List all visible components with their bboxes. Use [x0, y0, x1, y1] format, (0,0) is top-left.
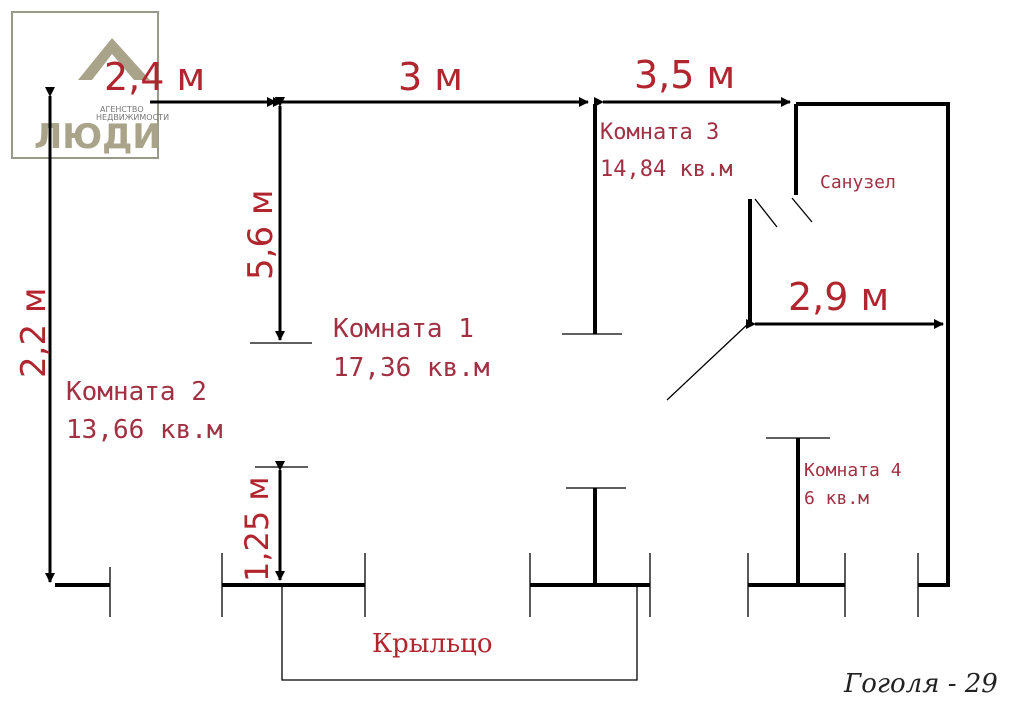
- room1-name: Комната 1: [333, 314, 474, 344]
- logo-text-top: АГЕНСТВО: [100, 105, 144, 114]
- logo-text-main: ЛЮДИ: [34, 117, 161, 157]
- dim-label-3: 3 м: [398, 55, 463, 99]
- logo-text-mid: НЕДВИЖИМОСТИ: [96, 113, 169, 122]
- door-leaf-3: [791, 197, 813, 223]
- dim-label-5-6: 2,2 м: [14, 287, 54, 378]
- room1-area: 17,36 кв.м: [333, 353, 490, 383]
- room2-name: Комната 2: [66, 377, 207, 407]
- dim-label-2-9: 5,6 м: [241, 189, 281, 280]
- dim-label-2-2: 2,9 м: [788, 275, 889, 319]
- dim-label-1-25: 1,25 м: [238, 476, 276, 582]
- agency-logo: АГЕНСТВО НЕДВИЖИМОСТИ ЛЮДИ: [11, 11, 169, 159]
- room3-area: 14,84 кв.м: [600, 157, 732, 182]
- dimension-arrows: [45, 87, 944, 583]
- house-logo-icon: [78, 38, 150, 80]
- walls: [55, 102, 950, 587]
- porch-label: Крыльцо: [372, 629, 493, 659]
- thin-lines: [109, 197, 919, 681]
- room2-area: 13,66 кв.м: [66, 415, 223, 445]
- room4-name: Комната 4: [804, 460, 902, 481]
- outer-wall-right: [796, 102, 950, 587]
- bathroom-label: Санузел: [820, 172, 896, 193]
- address-label: Гоголя - 29: [843, 669, 998, 699]
- dim-label-3-5: 3,5 м: [634, 53, 735, 97]
- door-leaf-2: [754, 198, 778, 228]
- door-leaf-1: [666, 321, 751, 401]
- porch-outline: [281, 585, 638, 681]
- dim-label-2-4: 2,4 м: [104, 55, 205, 99]
- logo-frame: [11, 11, 159, 159]
- room3-name: Комната 3: [600, 120, 719, 145]
- room4-area: 6 кв.м: [804, 488, 869, 509]
